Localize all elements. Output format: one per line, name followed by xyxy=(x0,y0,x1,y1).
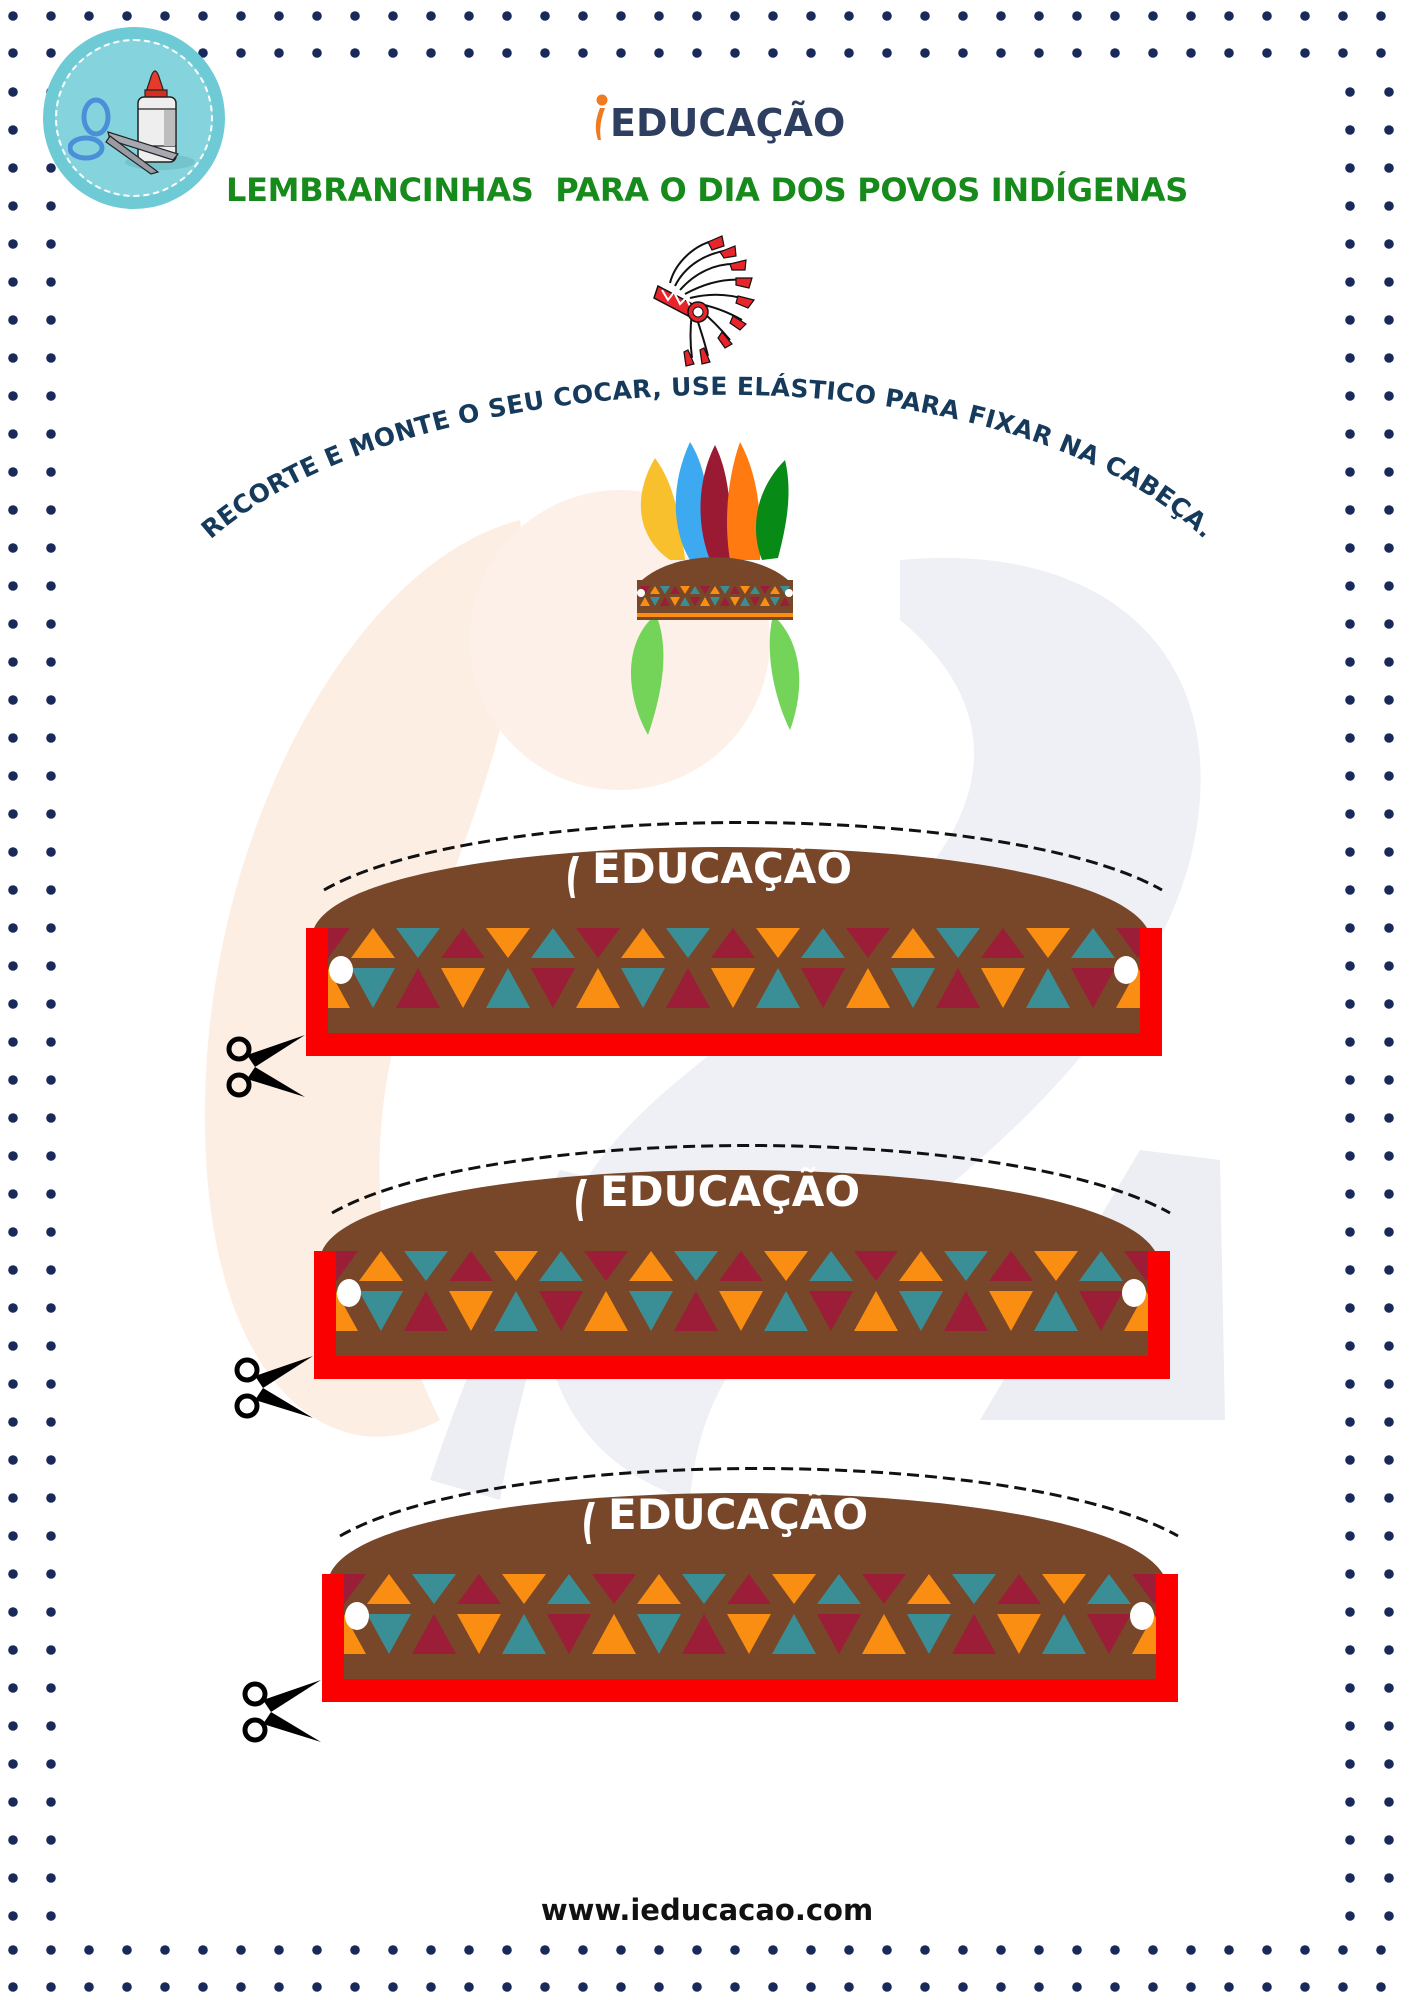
headband-graphic xyxy=(322,1467,1179,1716)
headband-cutout-1: EDUCAÇÃO xyxy=(302,780,1182,1070)
headband-cutout-2: EDUCAÇÃO xyxy=(310,1103,1190,1393)
headband-cutout-3: EDUCAÇÃO xyxy=(318,1426,1198,1716)
band-logo-text: EDUCAÇÃO xyxy=(600,1167,861,1216)
band-logo-i-icon xyxy=(584,1484,599,1544)
assembled-headdress-icon xyxy=(630,442,800,735)
band-logo-text: EDUCAÇÃO xyxy=(608,1490,869,1539)
brand-logo: EDUCAÇÃO xyxy=(590,92,845,142)
footer-website-link[interactable]: www.ieducacao.com xyxy=(540,1893,874,1927)
headband-graphic xyxy=(306,821,1163,1070)
scissors-icon xyxy=(226,1035,305,1098)
scissors-and-glue-icon xyxy=(68,70,195,175)
craft-badge xyxy=(43,27,225,209)
brand-i-icon xyxy=(595,94,608,140)
band-logo-i-icon xyxy=(568,838,583,898)
scissors-icon xyxy=(234,1356,313,1419)
brand-logo-text: EDUCAÇÃO xyxy=(610,101,846,145)
page-title: LEMBRANCINHAS PARA O DIA DOS POVOS INDÍG… xyxy=(226,171,1188,209)
scissors-icon xyxy=(242,1680,321,1743)
band-logo-text: EDUCAÇÃO xyxy=(592,844,853,893)
headdress-icon xyxy=(653,235,756,367)
band-logo-i-icon xyxy=(576,1161,591,1221)
headband-graphic xyxy=(314,1144,1171,1393)
